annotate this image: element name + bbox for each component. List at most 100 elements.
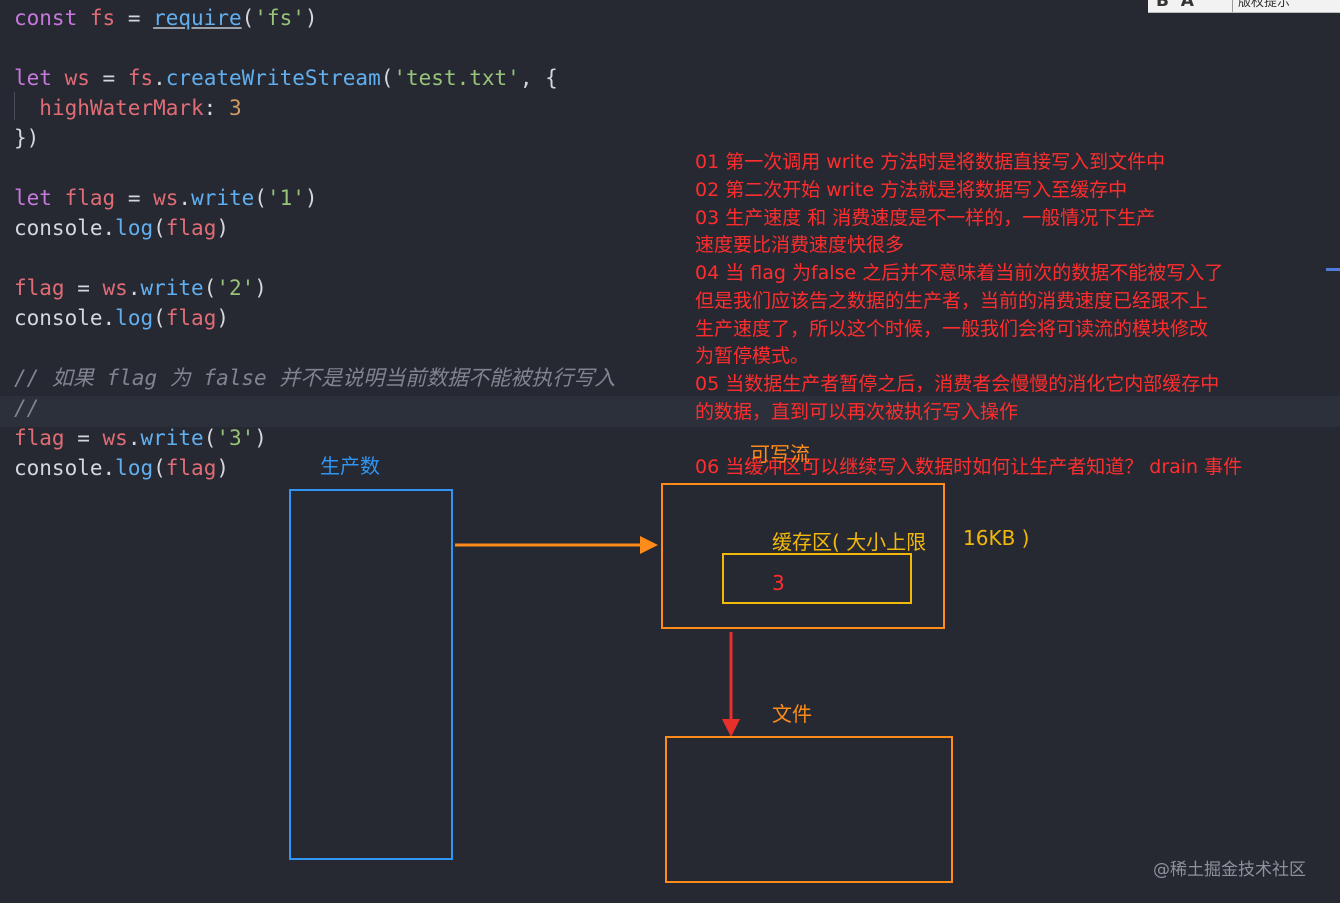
- code-token: ws: [102, 426, 128, 450]
- code-line[interactable]: // 如果 flag 为 false 并不是说明当前数据不能被执行写入: [14, 363, 615, 393]
- producer-label: 生产数: [320, 454, 380, 478]
- note-line: 速度要比消费速度快很多: [695, 234, 905, 256]
- writable-stream-box: [661, 483, 945, 629]
- code-token: write: [140, 276, 204, 300]
- producer-box: [289, 489, 453, 860]
- code-token: (: [254, 186, 267, 210]
- code-token: .: [127, 426, 141, 450]
- scrollbar-position-marker[interactable]: [1326, 268, 1340, 271]
- top-right-toolbar-fragment[interactable]: B A 版权提示: [1148, 0, 1340, 13]
- code-token: log: [115, 216, 154, 240]
- code-token: =: [64, 276, 103, 300]
- code-token: // 如果 flag 为 false 并不是说明当前数据不能被执行写入: [14, 366, 616, 390]
- code-token: =: [64, 426, 103, 450]
- code-token: =: [89, 66, 128, 90]
- code-token: , {: [519, 66, 558, 90]
- code-line[interactable]: let flag = ws.write('1'): [14, 183, 318, 213]
- code-token: (: [203, 276, 217, 300]
- code-token: (: [153, 456, 166, 480]
- code-token: ): [304, 186, 318, 210]
- code-line[interactable]: highWaterMark: 3: [14, 93, 242, 123]
- code-line[interactable]: console.log(flag): [14, 213, 229, 243]
- file-label: 文件: [772, 702, 812, 726]
- format-buttons[interactable]: B A: [1156, 0, 1194, 11]
- code-token: flag: [14, 276, 65, 300]
- code-token: const: [14, 6, 78, 30]
- code-token: require: [153, 6, 242, 30]
- code-token: write: [140, 426, 204, 450]
- code-token: let: [14, 66, 52, 90]
- code-token: .: [127, 276, 141, 300]
- code-token: console: [14, 456, 103, 480]
- note-line: 04 当 flag 为false 之后并不意味着当前次的数据不能被写入了: [695, 262, 1224, 284]
- note-line: 的数据，直到可以再次被执行写入操作: [695, 401, 1019, 423]
- code-token: 3: [228, 96, 242, 120]
- code-token: //: [14, 396, 40, 420]
- code-token: createWriteStream: [165, 66, 381, 90]
- code-token: flag: [165, 306, 217, 330]
- code-token: flag: [165, 216, 217, 240]
- code-token: (: [153, 306, 166, 330]
- code-token: write: [191, 186, 255, 210]
- code-token: fs: [127, 66, 154, 90]
- note-line: 01 第一次调用 write 方法时是将数据直接写入到文件中: [695, 151, 1166, 173]
- code-token: =: [115, 6, 154, 30]
- code-token: .: [153, 66, 166, 90]
- code-line[interactable]: //: [14, 393, 39, 423]
- code-token: }): [14, 126, 40, 150]
- code-token: '2': [216, 276, 255, 300]
- buffer-label: 缓存区( 大小上限: [772, 530, 927, 554]
- code-token: ws: [64, 66, 90, 90]
- buffer-box: [722, 553, 912, 604]
- code-token: =: [115, 186, 154, 210]
- code-token: log: [115, 306, 154, 330]
- toolbar-separator: [1232, 0, 1233, 12]
- note-line: 但是我们应该告之数据的生产者，当前的消费速度已经跟不上: [695, 290, 1209, 312]
- code-token: ): [216, 306, 229, 330]
- code-token: '1': [266, 186, 305, 210]
- code-token: flag: [64, 186, 116, 210]
- code-line[interactable]: const fs = require('fs'): [14, 3, 318, 33]
- buffer-limit-label: 16KB ): [963, 526, 1030, 550]
- code-token: console: [14, 216, 103, 240]
- writable-stream-label: 可写流: [750, 442, 810, 466]
- code-line[interactable]: }): [14, 123, 39, 153]
- note-line: 06 当缓冲区可以继续写入数据时如何让生产者知道？ drain 事件: [695, 456, 1243, 478]
- code-token: 'test.txt': [393, 66, 520, 90]
- code-token: let: [14, 186, 52, 210]
- toolbar-hint: 版权提示: [1238, 0, 1291, 10]
- code-line[interactable]: flag = ws.write('3'): [14, 423, 267, 453]
- code-line[interactable]: console.log(flag): [14, 453, 229, 483]
- note-line: 03 生产速度 和 消费速度是不一样的，一般情况下生产: [695, 207, 1156, 229]
- note-line: 生产速度了，所以这个时候，一般我们会将可读流的模块修改: [695, 318, 1209, 340]
- code-token: (: [241, 6, 255, 30]
- code-token: 'fs': [254, 6, 305, 30]
- code-line[interactable]: console.log(flag): [14, 303, 229, 333]
- code-token: ): [216, 456, 229, 480]
- arrow-down: [722, 632, 740, 737]
- code-line[interactable]: let ws = fs.createWriteStream('test.txt'…: [14, 63, 558, 93]
- code-token: ws: [102, 276, 128, 300]
- code-token: highWaterMark: [39, 96, 204, 120]
- code-token: (: [203, 426, 217, 450]
- code-token: .: [102, 306, 116, 330]
- arrow-right: [455, 536, 658, 554]
- note-line: 05 当数据生产者暂停之后，消费者会慢慢的消化它内部缓存中: [695, 373, 1220, 395]
- file-box: [665, 736, 953, 883]
- code-token: log: [115, 456, 154, 480]
- code-token: console: [14, 306, 103, 330]
- code-token: .: [102, 216, 116, 240]
- code-token: (: [380, 66, 394, 90]
- code-token: ): [254, 426, 267, 450]
- code-line[interactable]: flag = ws.write('2'): [14, 273, 267, 303]
- note-line: 为暂停模式。: [695, 345, 810, 367]
- code-token: :: [203, 96, 229, 120]
- buffer-value: 3: [772, 571, 785, 595]
- current-line-highlight: [0, 396, 1340, 427]
- note-line: 02 第二次开始 write 方法就是将数据写入至缓存中: [695, 179, 1128, 201]
- indent-guide: [14, 92, 15, 120]
- code-token: .: [102, 456, 116, 480]
- code-token: flag: [165, 456, 217, 480]
